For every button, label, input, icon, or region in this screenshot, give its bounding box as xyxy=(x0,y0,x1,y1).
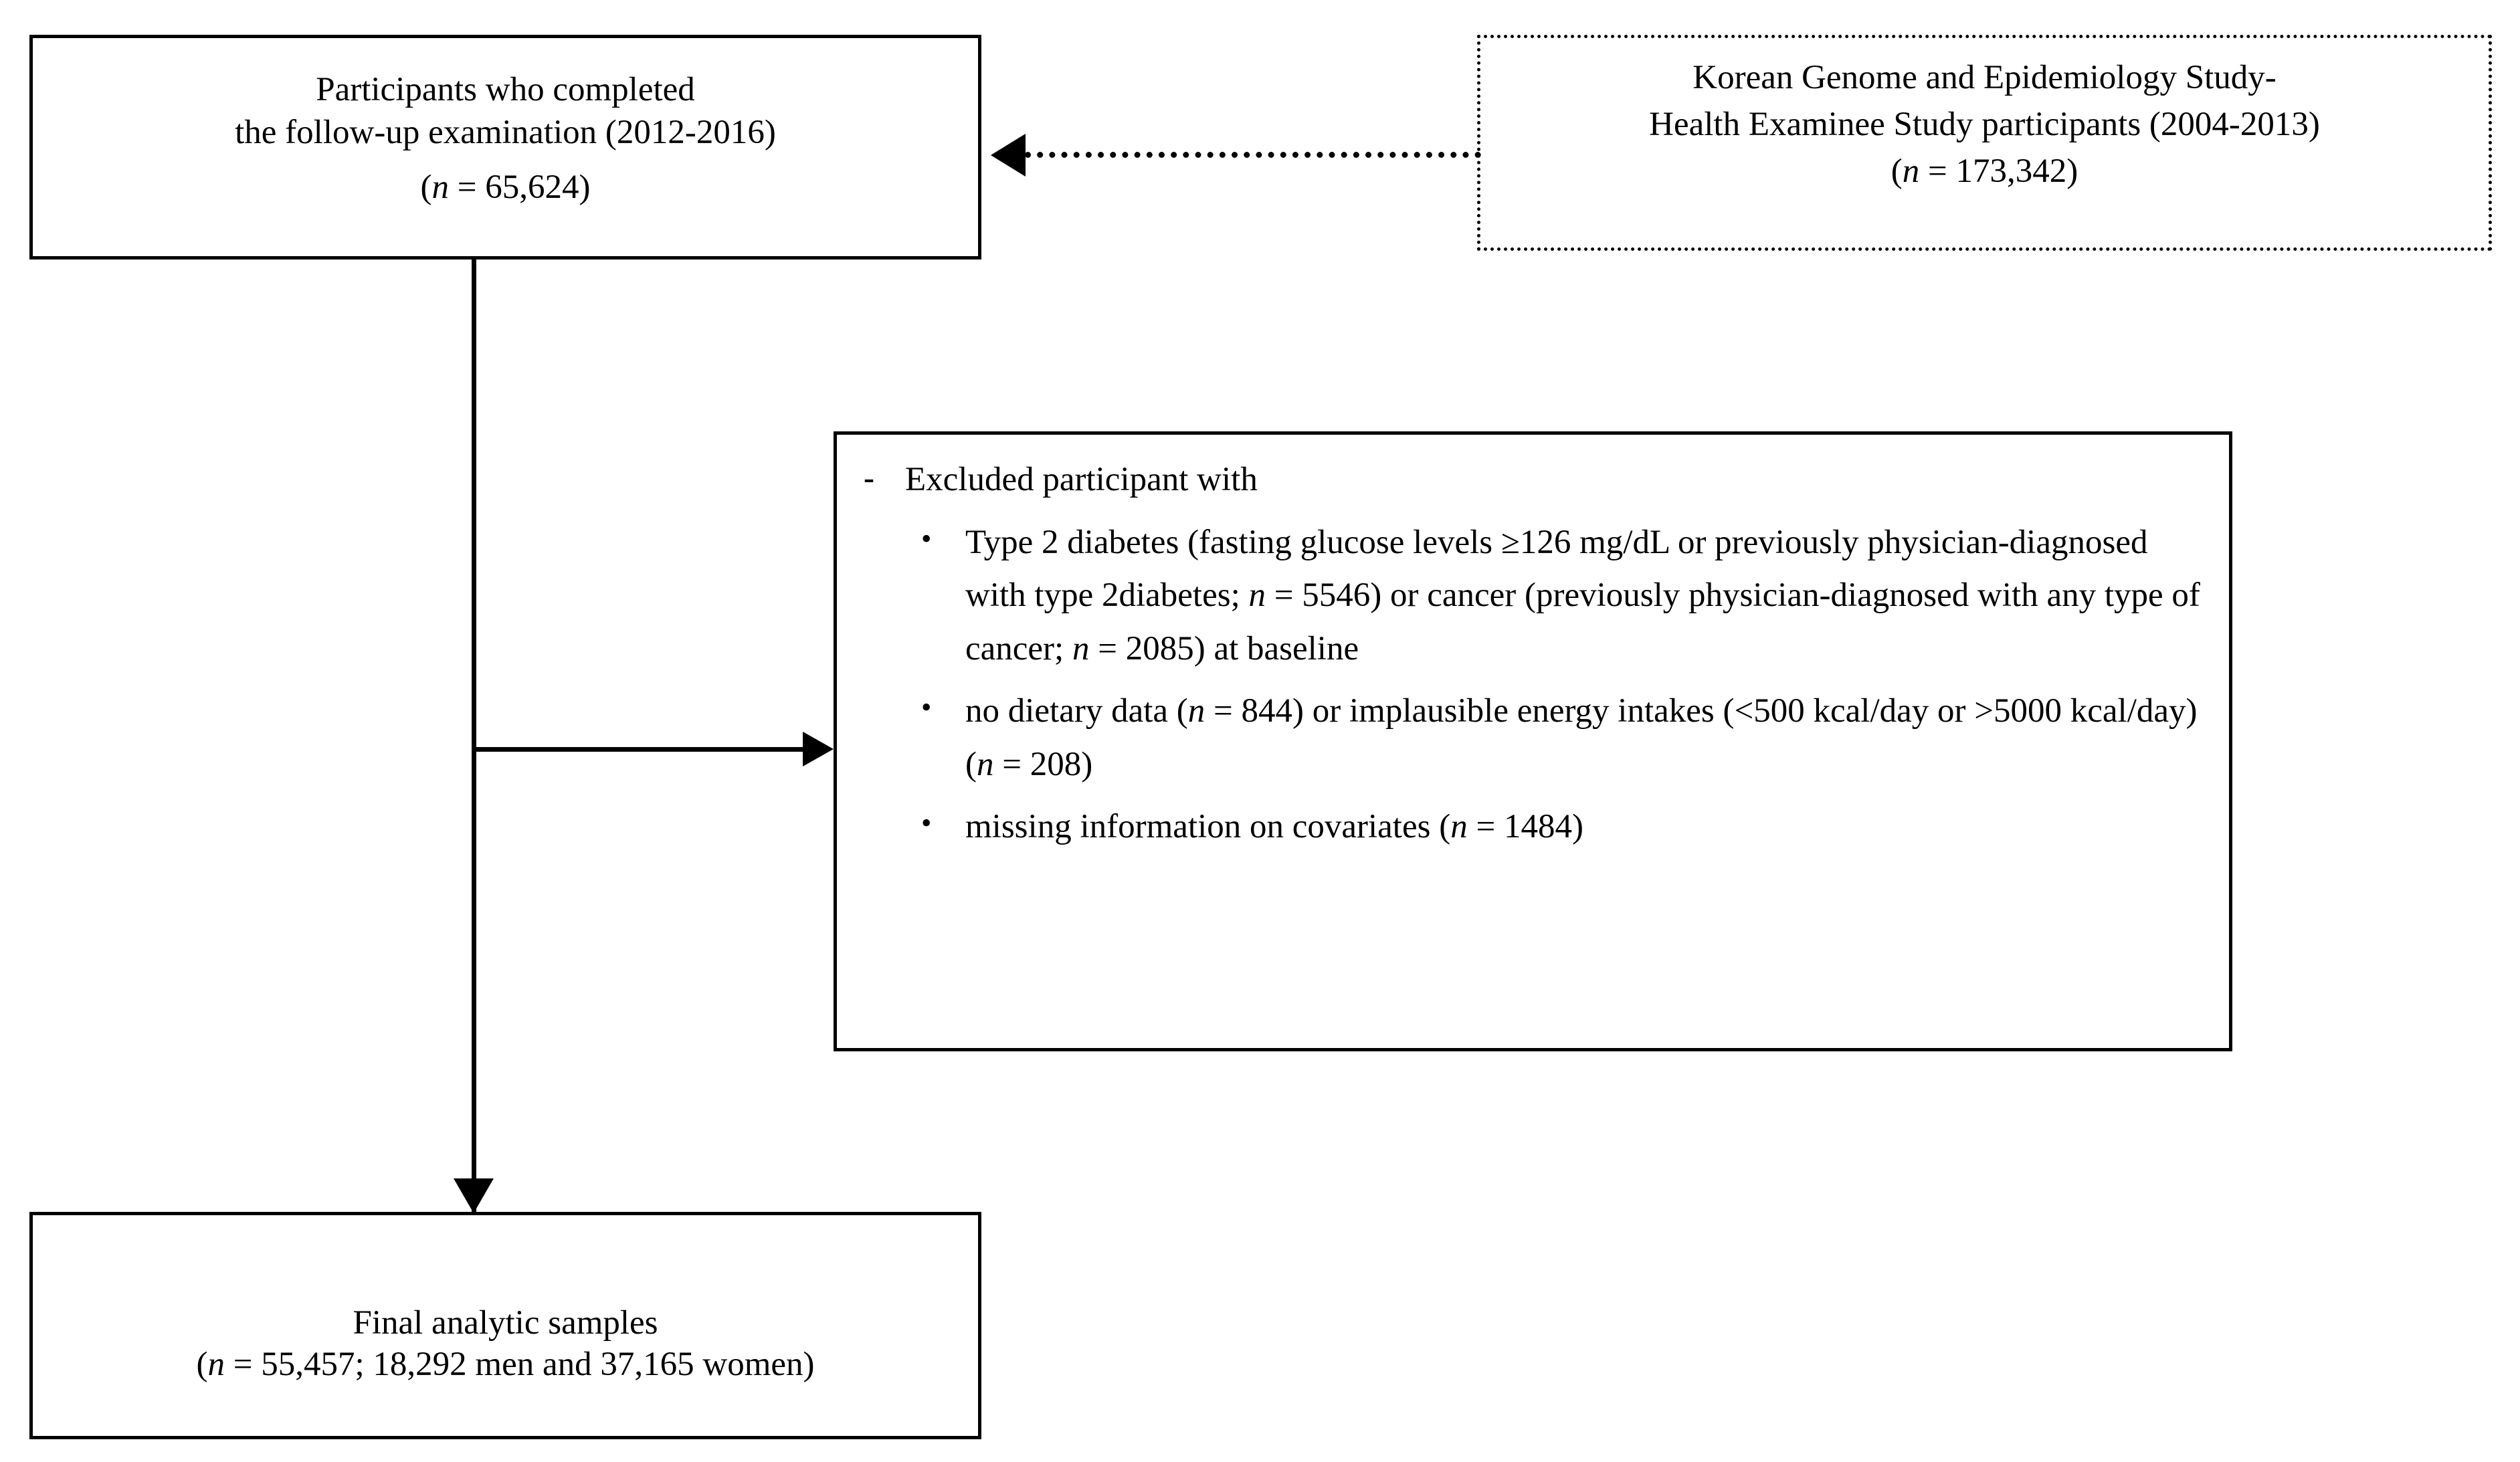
connector-followup-trunk xyxy=(472,259,476,1213)
followup-sample-size: (n = 65,624) xyxy=(33,167,978,208)
exclusion-heading-row: - Excluded participant with xyxy=(864,453,2209,507)
connector-followup-to-exclusion-arrowhead xyxy=(803,732,834,766)
followup-n-value: = 65,624) xyxy=(448,169,591,206)
source-n-prefix: ( xyxy=(1891,152,1903,190)
exclusion-heading-text: Excluded participant with xyxy=(905,461,1258,498)
source-line-1: Korean Genome and Epidemiology Study- xyxy=(1692,59,2276,96)
final-n-prefix: ( xyxy=(196,1346,208,1383)
source-cohort-box: Korean Genome and Epidemiology Study- He… xyxy=(1477,35,2492,251)
followup-n-symbol: n xyxy=(431,169,449,206)
seg-text: Type 2 diabetes (fasting glucose levels … xyxy=(965,523,2148,615)
bullet-icon: • xyxy=(921,691,932,724)
exclusion-box: - Excluded participant with • Type 2 dia… xyxy=(834,431,2232,1051)
exclusion-item-text: missing information on covariates (n = 1… xyxy=(965,801,2209,854)
seg-text: no dietary data ( xyxy=(965,692,1188,730)
source-sample-size: (n = 173,342) xyxy=(1480,150,2489,192)
bullet-icon: • xyxy=(921,807,932,840)
seg-text: = 208) xyxy=(993,745,1093,783)
seg-n-symbol: n xyxy=(1248,577,1266,615)
seg-n-symbol: n xyxy=(1072,629,1090,667)
source-n-symbol: n xyxy=(1902,152,1920,190)
source-n-value: = 173,342) xyxy=(1919,152,2078,190)
connector-followup-to-final-arrowhead xyxy=(454,1178,494,1213)
seg-n-symbol: n xyxy=(1450,808,1468,846)
seg-text: = 2085) at baseline xyxy=(1089,629,1359,667)
exclusion-content: - Excluded participant with • Type 2 dia… xyxy=(864,453,2209,854)
final-n-value: = 55,457; 18,292 men and 37,165 women) xyxy=(224,1346,815,1383)
final-sample-size: (n = 55,457; 18,292 men and 37,165 women… xyxy=(33,1344,978,1385)
exclusion-item-text: Type 2 diabetes (fasting glucose levels … xyxy=(965,516,2209,676)
connector-source-to-followup-line xyxy=(1025,152,1481,158)
followup-n-prefix: ( xyxy=(420,169,432,206)
exclusion-item-diabetes-cancer: • Type 2 diabetes (fasting glucose level… xyxy=(921,516,2209,676)
followup-line-2: the follow-up examination (2012-2016) xyxy=(235,114,776,151)
seg-text: missing information on covariates ( xyxy=(965,808,1451,846)
seg-text: = 1484) xyxy=(1467,808,1583,846)
connector-followup-to-exclusion-line xyxy=(472,747,804,752)
exclusion-item-missing-covariates: • missing information on covariates (n =… xyxy=(921,801,2209,854)
exclusion-item-dietary-data: • no dietary data (n = 844) or implausib… xyxy=(921,685,2209,791)
seg-n-symbol: n xyxy=(1187,692,1205,730)
followup-box: Participants who completed the follow-up… xyxy=(29,35,981,259)
final-n-symbol: n xyxy=(207,1346,225,1383)
seg-n-symbol: n xyxy=(976,745,994,783)
bullet-icon: • xyxy=(921,522,932,555)
exclusion-item-text: no dietary data (n = 844) or implausible… xyxy=(965,685,2209,791)
dash-marker-icon: - xyxy=(864,460,874,496)
seg-text: = 5546) or cancer (previously physician-… xyxy=(965,577,2200,667)
followup-line-1: Participants who completed xyxy=(316,71,695,108)
source-line-2: Health Examinee Study participants (2004… xyxy=(1649,106,2320,143)
final-sample-box: Final analytic samples (n = 55,457; 18,2… xyxy=(29,1212,981,1439)
connector-source-to-followup-arrowhead xyxy=(991,134,1026,177)
seg-text: = 844) or implausible energy intakes (<5… xyxy=(965,692,2198,783)
final-line-1: Final analytic samples xyxy=(353,1304,658,1342)
